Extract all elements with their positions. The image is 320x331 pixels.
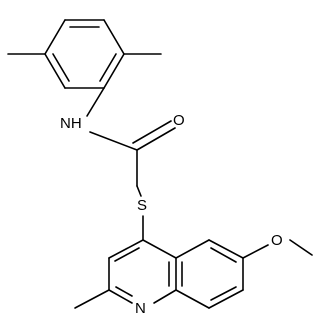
carbonyl-oxygen-label: O bbox=[173, 112, 185, 129]
quinoline-rings bbox=[108, 239, 244, 309]
bond-ch2-to-s bbox=[136, 185, 142, 197]
methoxy-oxygen-label: O bbox=[271, 232, 283, 249]
bond bbox=[44, 53, 66, 89]
bond-n-to-carbonyl bbox=[89, 131, 138, 151]
bond bbox=[108, 289, 133, 304]
carbonyl-double-bond-b bbox=[132, 120, 172, 144]
bond-ring-to-n bbox=[86, 87, 105, 117]
aromatic-bond bbox=[99, 53, 117, 82]
bond-ring-to-methoxy-o bbox=[242, 244, 269, 259]
bond bbox=[175, 289, 210, 309]
dimethylphenyl-ring bbox=[44, 19, 125, 89]
ring-nitrogen-label: N bbox=[135, 300, 146, 317]
bond bbox=[142, 239, 177, 259]
amide-linker bbox=[86, 87, 176, 241]
bond bbox=[108, 239, 144, 259]
bond bbox=[153, 289, 177, 304]
aromatic-bond bbox=[115, 286, 133, 297]
bond bbox=[103, 19, 125, 55]
aromatic-bond bbox=[52, 53, 70, 82]
bond bbox=[208, 239, 244, 259]
atom-labels: NH O S O N bbox=[60, 112, 283, 317]
aromatic-bond bbox=[210, 286, 237, 301]
bond bbox=[175, 239, 210, 259]
bond bbox=[44, 19, 66, 55]
carbonyl-double-bond-a bbox=[136, 127, 176, 151]
quinoline-substituents bbox=[74, 239, 313, 309]
aromatic-bond bbox=[210, 247, 237, 263]
methyl-bond-quinoline bbox=[74, 289, 110, 309]
amide-nh-label: NH bbox=[60, 115, 82, 132]
sulfur-label: S bbox=[137, 197, 147, 214]
bond bbox=[103, 53, 125, 89]
aromatic-bond bbox=[114, 247, 140, 262]
bond-methoxy-o-to-ch3 bbox=[289, 239, 313, 256]
bond bbox=[208, 289, 244, 309]
